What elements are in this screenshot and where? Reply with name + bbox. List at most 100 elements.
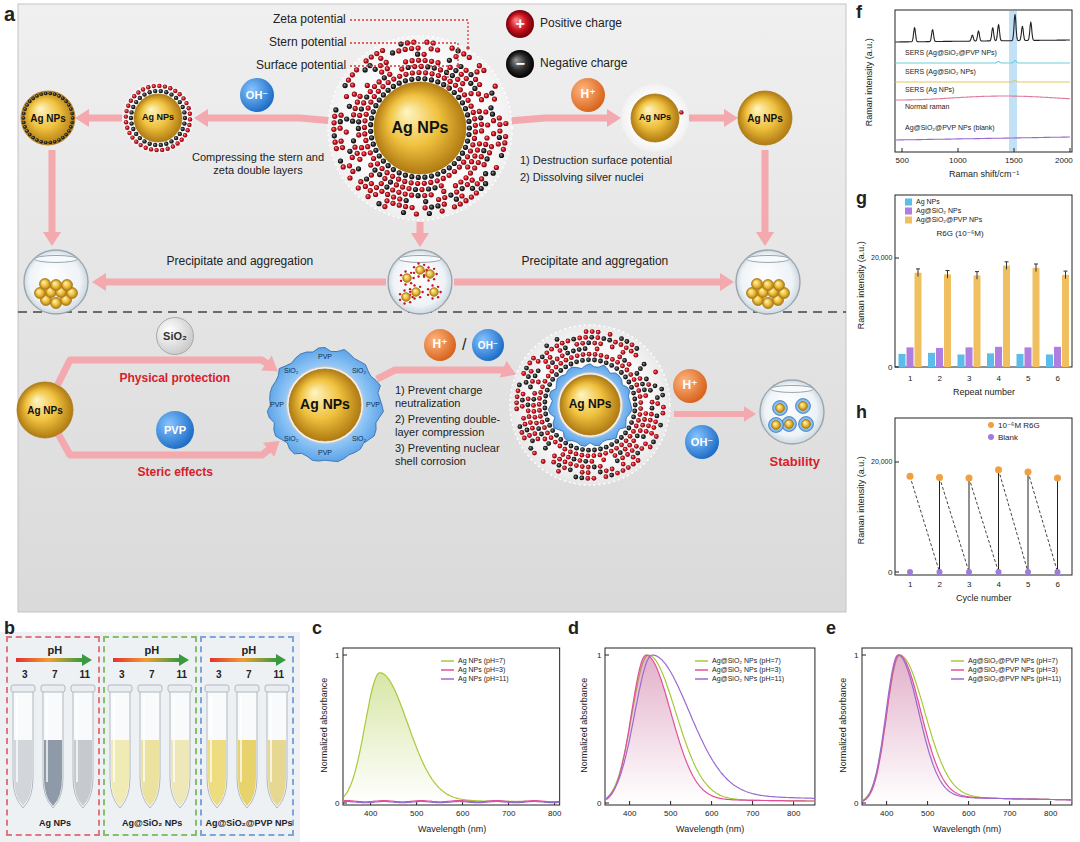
charge-dot xyxy=(359,145,364,150)
charge-dot xyxy=(379,181,384,186)
charge-dot xyxy=(183,116,187,120)
charge-dot xyxy=(28,100,32,104)
charge-dot xyxy=(430,71,435,76)
ph-arrow xyxy=(16,658,82,662)
charge-dot xyxy=(526,402,531,407)
charge-dot xyxy=(520,404,525,409)
cycle-line xyxy=(969,478,970,572)
charge-dot xyxy=(560,353,565,358)
charge-dot xyxy=(650,400,655,405)
charge-dot xyxy=(138,96,142,100)
charge-dot xyxy=(338,126,343,131)
charge-dot xyxy=(648,445,653,450)
charge-dot xyxy=(598,359,603,364)
charge-dot xyxy=(169,92,173,96)
silver-nanoparticle xyxy=(402,293,411,302)
charge-dot xyxy=(425,64,430,69)
charge-dot xyxy=(538,390,543,395)
charge-dot xyxy=(372,84,377,89)
charge-dot xyxy=(631,429,636,434)
legend-line xyxy=(441,669,454,671)
panel-letter: e xyxy=(826,618,836,639)
charge-dot xyxy=(499,153,504,158)
charge-dot xyxy=(181,127,185,131)
pvp-coating xyxy=(799,417,814,432)
ph-value: 3 xyxy=(216,669,222,680)
charge-dot xyxy=(556,469,561,474)
charge-dot xyxy=(610,357,615,362)
charge-dot xyxy=(483,181,488,186)
charge-dot xyxy=(610,467,615,472)
charge-dot xyxy=(629,385,634,390)
charge-dot xyxy=(447,58,452,63)
charge-dot xyxy=(484,93,489,98)
ph-value: 3 xyxy=(22,669,28,680)
charge-dot xyxy=(413,297,415,299)
tick-mark xyxy=(343,655,347,656)
charge-dot xyxy=(562,465,567,470)
charge-dot xyxy=(423,199,428,204)
ph-arrow-head xyxy=(179,654,189,666)
charge-dot xyxy=(459,72,464,77)
beaker xyxy=(760,380,824,444)
charge-dot xyxy=(350,169,355,174)
potential-label: Stern potential xyxy=(269,36,346,50)
charge-dot xyxy=(472,165,477,170)
bar xyxy=(899,354,906,367)
legend-text: Positive charge xyxy=(540,17,622,31)
charge-dot xyxy=(615,360,620,365)
charge-dot xyxy=(529,369,534,374)
charge-dot xyxy=(364,112,369,117)
charge-dot xyxy=(565,351,570,356)
charge-dot xyxy=(412,277,414,279)
sample-name: Ag NPs xyxy=(39,819,71,829)
charge-dot xyxy=(580,470,585,475)
charge-dot xyxy=(609,473,614,478)
charge-dot xyxy=(593,352,598,357)
charge-dot xyxy=(368,129,373,134)
charge-dot xyxy=(435,60,440,65)
axis-title: Cycle number xyxy=(956,593,1012,603)
charge-dot xyxy=(394,182,399,187)
charge-dot xyxy=(469,195,474,200)
charge-dot xyxy=(472,154,477,159)
charge-dot xyxy=(365,144,370,149)
test-tube xyxy=(267,690,287,808)
charge-dot xyxy=(536,426,541,431)
tick-label: 3 xyxy=(967,580,971,589)
charge-dot xyxy=(423,264,425,266)
charge-dot xyxy=(442,76,447,81)
tube-highlight xyxy=(76,696,78,782)
tick-label: 1 xyxy=(335,651,339,660)
data-point xyxy=(1025,468,1032,475)
charge-dot xyxy=(435,47,440,52)
charge-dot xyxy=(595,347,600,352)
charge-dot xyxy=(358,94,363,99)
charge-dot xyxy=(469,159,474,164)
tick-label: 400 xyxy=(880,809,893,818)
charge-dot xyxy=(543,437,548,442)
tick-label: 1500 xyxy=(1005,156,1023,165)
charge-dot xyxy=(124,114,128,118)
charge-dot xyxy=(427,288,429,290)
charge-dot xyxy=(416,76,421,81)
charge-dot xyxy=(416,193,421,198)
charge-dot xyxy=(369,116,374,121)
tick-label: 500 xyxy=(664,809,677,818)
charge-dot xyxy=(364,94,369,99)
charge-dot xyxy=(152,84,156,88)
charge-dot xyxy=(460,100,465,105)
charge-dot xyxy=(422,193,427,198)
process-arrow-shaft xyxy=(104,279,386,286)
charge-dot xyxy=(61,97,65,101)
charge-dot xyxy=(586,465,591,470)
charge-dot xyxy=(468,148,473,153)
ph-label: pH xyxy=(242,644,257,656)
charge-dot xyxy=(144,146,148,150)
charge-dot xyxy=(427,279,429,281)
charge-dot xyxy=(467,55,472,60)
charge-dot xyxy=(53,140,57,144)
charge-dot xyxy=(458,201,463,206)
charge-dot xyxy=(173,89,177,93)
charge-dot xyxy=(454,190,459,195)
